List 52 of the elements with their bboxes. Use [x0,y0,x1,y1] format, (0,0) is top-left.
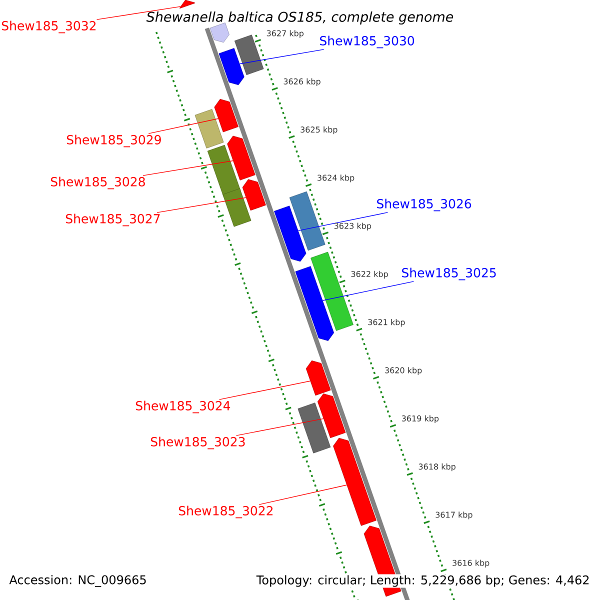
leader-line [156,197,246,213]
leader-line [258,484,348,505]
leader-line [298,212,388,232]
scale-label: 3620 kbp [385,367,422,375]
gene-feature [227,136,256,180]
gene-label: Shew185_3029 [66,134,161,148]
gene-feature [242,179,266,211]
gene-label: Shew185_3022 [178,506,273,518]
scale-label: 3617 kbp [436,512,472,520]
gene-feature [306,360,331,396]
gene-label: Shew185_3028 [50,176,145,190]
gene-label: Shew185_3032 [2,20,96,34]
scale-label: 3619 kbp [402,415,439,424]
leader-line [236,418,324,436]
leader-line [96,6,181,20]
gene-feature [179,0,196,9]
title: Shewanella baltica OS185, complete genome [146,11,454,25]
gene-label: Shew185_3025 [402,268,496,280]
leader-line [148,118,219,134]
scale-label: 3625 kbp [300,126,338,134]
leader-line [218,380,311,400]
genome-summary: Topology: circular; Length: 5,229,686 bp; Genes: 4,462 [255,574,591,588]
gene-feature [218,48,244,86]
leader-line [239,49,324,64]
scale-label: 3616 kbp [452,560,490,568]
leader-line [142,160,234,176]
gene-label: Shew185_3026 [377,198,472,212]
gene-label: Shew185_3023 [150,436,245,450]
gene-block [222,188,252,227]
scale-label: 3618 kbp [418,463,456,472]
scale-label: 3626 kbp [284,78,320,86]
accession-note: Accession: NC_009665 [8,574,148,588]
gene-block [289,191,326,251]
scale-label: 3627 kbp [266,30,304,38]
gene-label: Shew185_3024 [136,400,230,414]
leader-line [322,281,414,301]
scale-label: 3624 kbp [318,174,354,182]
gene-feature [318,394,346,438]
gene-label: Shew185_3030 [320,36,414,48]
scale-label: 3622 kbp [351,270,388,279]
gene-block [194,109,224,148]
gene-feature [295,266,334,341]
scale-label: 3623 kbp [334,222,372,230]
gene-block [234,34,264,76]
gene-feature [210,22,230,43]
gene-label: Shew185_3027 [66,214,160,226]
gene-block [298,402,331,454]
gene-feature [274,206,306,262]
gene-feature [214,98,238,132]
scale-label: 3621 kbp [368,319,405,327]
gene-feature [333,438,376,526]
gene-block [207,144,241,197]
